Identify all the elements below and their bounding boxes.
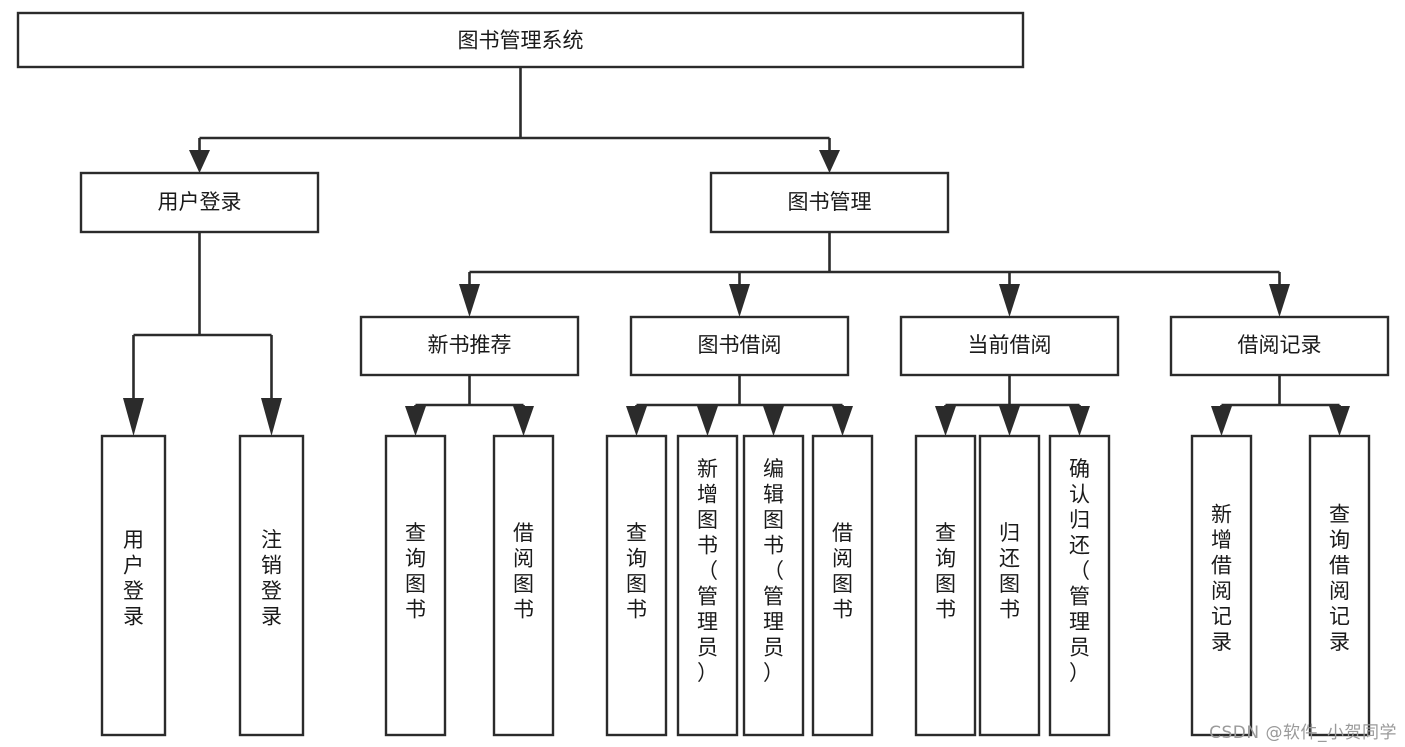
node-leaf-return-book[interactable]: 归还图书 [978, 434, 1041, 737]
node-root-box[interactable] [16, 11, 1025, 69]
arrow-bm-to-borrow-record-icon [1269, 284, 1290, 317]
node-leaf-query-record-label: 查询借阅记录 [1329, 502, 1350, 654]
arrow-cb-leaf-1-icon [935, 406, 956, 436]
node-borrow-record-label: 借阅记录 [1238, 333, 1322, 357]
node-leaf-query-book-2[interactable]: 查询图书 [605, 434, 668, 737]
node-leaf-logout-box[interactable] [238, 434, 305, 737]
node-book-manage-label: 图书管理 [788, 190, 872, 214]
node-book-manage-box[interactable] [709, 171, 950, 234]
node-book-borrow[interactable]: 图书借阅 [629, 315, 850, 377]
node-new-book-recommend-box[interactable] [359, 315, 580, 377]
node-current-borrow-box[interactable] [899, 315, 1120, 377]
node-leaf-add-record[interactable]: 新增借阅记录 [1190, 434, 1253, 737]
arrow-bb-leaf-1-icon [626, 406, 647, 436]
node-leaf-confirm-return-box[interactable] [1048, 434, 1111, 737]
node-root-label: 图书管理系统 [458, 29, 584, 53]
node-borrow-record[interactable]: 借阅记录 [1169, 315, 1390, 377]
node-leaf-query-record[interactable]: 查询借阅记录 [1308, 434, 1371, 737]
arrow-cb-leaf-2-icon [999, 406, 1020, 436]
arrow-nb-leaf-2-icon [513, 406, 534, 436]
node-leaf-query-book-3-label: 查询图书 [935, 521, 956, 622]
node-book-borrow-label: 图书借阅 [698, 333, 782, 357]
arrow-ul-leaf-2-icon [261, 398, 282, 436]
node-leaf-logout-label: 注销登录 [261, 528, 282, 629]
node-leaf-user-login[interactable]: 用户登录 [100, 434, 167, 737]
arrow-cb-leaf-3-icon [1069, 406, 1090, 436]
arrow-root-to-user-login-icon [189, 150, 210, 173]
arrow-bb-leaf-2-icon [697, 406, 718, 436]
node-leaf-edit-book[interactable]: 编辑图书（管理员） [742, 434, 805, 737]
node-leaf-borrow-book-1-box[interactable] [492, 434, 555, 737]
node-leaf-edit-book-box[interactable] [742, 434, 805, 737]
node-leaf-borrow-book-2-label: 借阅图书 [832, 521, 853, 622]
arrow-bm-to-new-book-icon [459, 284, 480, 317]
connector-layer [123, 67, 1350, 436]
arrow-bb-leaf-4-icon [832, 406, 853, 436]
arrow-br-leaf-1-icon [1211, 406, 1232, 436]
node-leaf-query-book-2-box[interactable] [605, 434, 668, 737]
node-current-borrow-label: 当前借阅 [968, 333, 1052, 357]
node-leaf-query-book-1-label: 查询图书 [405, 521, 426, 622]
node-book-manage[interactable]: 图书管理 [709, 171, 950, 234]
node-leaf-borrow-book-2-box[interactable] [811, 434, 874, 737]
arrow-ul-leaf-1-icon [123, 398, 144, 436]
node-leaf-confirm-return[interactable]: 确认归还（管理员） [1048, 434, 1111, 737]
node-leaf-add-book[interactable]: 新增图书（管理员） [676, 434, 739, 737]
node-leaf-user-login-label: 用户登录 [123, 528, 144, 629]
node-book-borrow-box[interactable] [629, 315, 850, 377]
node-leaf-borrow-book-2[interactable]: 借阅图书 [811, 434, 874, 737]
node-leaf-query-book-1[interactable]: 查询图书 [384, 434, 447, 737]
arrow-bm-to-current-borrow-icon [999, 284, 1020, 317]
arrow-root-to-book-manage-icon [819, 150, 840, 173]
node-leaf-query-book-1-box[interactable] [384, 434, 447, 737]
node-leaf-query-book-3[interactable]: 查询图书 [914, 434, 977, 737]
node-borrow-record-box[interactable] [1169, 315, 1390, 377]
node-leaf-query-record-box[interactable] [1308, 434, 1371, 737]
node-leaf-return-book-label: 归还图书 [999, 521, 1020, 622]
node-current-borrow[interactable]: 当前借阅 [899, 315, 1120, 377]
node-leaf-add-record-box[interactable] [1190, 434, 1253, 737]
node-leaf-add-record-label: 新增借阅记录 [1211, 502, 1232, 654]
node-leaf-add-book-box[interactable] [676, 434, 739, 737]
arrow-bm-to-book-borrow-icon [729, 284, 750, 317]
node-leaf-borrow-book-1[interactable]: 借阅图书 [492, 434, 555, 737]
node-new-book-recommend-label: 新书推荐 [428, 333, 512, 357]
node-leaf-add-book-label: 新增图书（管理员） [697, 457, 718, 685]
node-leaf-edit-book-label: 编辑图书（管理员） [763, 457, 784, 685]
node-user-login[interactable]: 用户登录 [79, 171, 320, 234]
arrow-br-leaf-2-icon [1329, 406, 1350, 436]
node-leaf-user-login-box[interactable] [100, 434, 167, 737]
node-user-login-label: 用户登录 [158, 190, 242, 214]
node-user-login-box[interactable] [79, 171, 320, 234]
node-leaf-logout[interactable]: 注销登录 [238, 434, 305, 737]
arrow-nb-leaf-1-icon [405, 406, 426, 436]
node-leaf-borrow-book-1-label: 借阅图书 [513, 521, 534, 622]
node-leaf-return-book-box[interactable] [978, 434, 1041, 737]
node-leaf-confirm-return-label: 确认归还（管理员） [1069, 457, 1090, 685]
node-root[interactable]: 图书管理系统 [16, 11, 1025, 69]
node-new-book-recommend[interactable]: 新书推荐 [359, 315, 580, 377]
arrow-bb-leaf-3-icon [763, 406, 784, 436]
node-leaf-query-book-3-box[interactable] [914, 434, 977, 737]
node-leaf-query-book-2-label: 查询图书 [626, 521, 647, 622]
